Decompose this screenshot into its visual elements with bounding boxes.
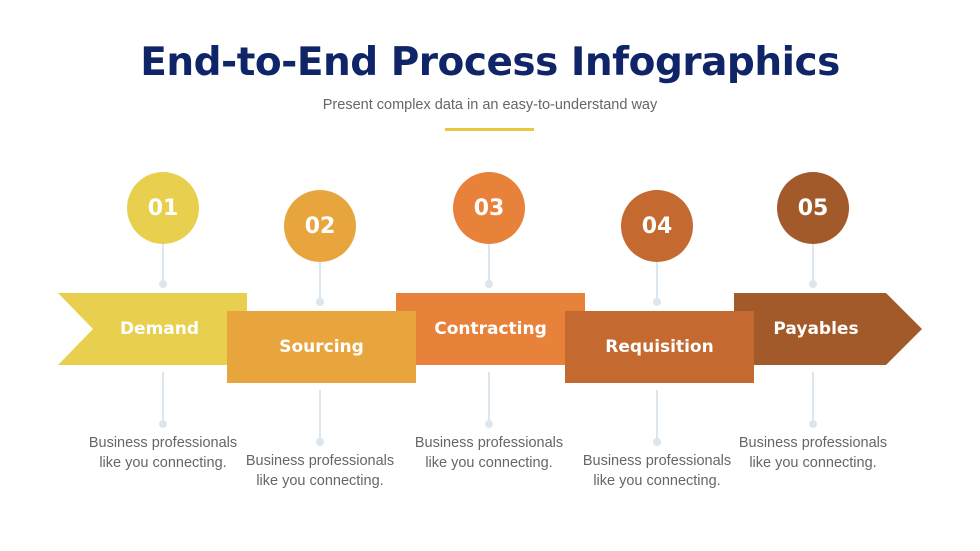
connector-line-top	[319, 262, 321, 301]
step-band-shape	[58, 293, 247, 365]
connector-line-bottom	[488, 372, 490, 422]
step-label: Demand	[119, 319, 200, 339]
step-band: Sourcing	[227, 311, 416, 383]
step-number-badge: 04	[621, 190, 693, 262]
connector-dot-top	[653, 298, 661, 306]
page-subtitle: Present complex data in an easy-to-under…	[322, 97, 658, 113]
step-description: Business professionals like you connecti…	[245, 453, 395, 489]
connector-dot-bottom	[809, 420, 817, 428]
connector-line-bottom	[656, 390, 658, 440]
step-description: Business professionals like you connecti…	[582, 453, 732, 489]
connector-dot-top	[485, 280, 493, 288]
step-band-shape	[227, 311, 416, 383]
connector-dot-top	[159, 280, 167, 288]
step-band: Requisition	[565, 311, 754, 383]
connector-line-bottom	[812, 372, 814, 422]
connector-dot-bottom	[316, 438, 324, 446]
connector-line-top	[162, 244, 164, 283]
connector-dot-bottom	[485, 420, 493, 428]
connector-line-bottom	[162, 372, 164, 422]
step-band: Contracting	[396, 293, 585, 365]
step-band-shape	[565, 311, 754, 383]
connector-line-top	[656, 262, 658, 301]
step-label: Sourcing	[279, 337, 364, 357]
step-label: Requisition	[605, 337, 714, 357]
connector-dot-bottom	[653, 438, 661, 446]
step-number-badge: 01	[127, 172, 199, 244]
connector-dot-top	[316, 298, 324, 306]
connector-line-top	[488, 244, 490, 283]
step-description: Business professionals like you connecti…	[88, 435, 238, 471]
step-band: Payables	[734, 293, 923, 365]
connector-line-bottom	[319, 390, 321, 440]
connector-line-top	[812, 244, 814, 283]
step-number-badge: 05	[777, 172, 849, 244]
step-band-shape	[734, 293, 922, 365]
connector-dot-top	[809, 280, 817, 288]
step-band-shape	[396, 293, 585, 365]
step-number-badge: 03	[453, 172, 525, 244]
page-title: End-to-End Process Infographics	[140, 40, 840, 85]
step-description: Business professionals like you connecti…	[738, 435, 888, 471]
step-description: Business professionals like you connecti…	[414, 435, 564, 471]
step-number-badge: 02	[284, 190, 356, 262]
step-band: Demand	[58, 293, 247, 365]
step-label: Contracting	[434, 319, 547, 339]
connector-dot-bottom	[159, 420, 167, 428]
title-underline	[445, 128, 534, 131]
step-label: Payables	[773, 319, 859, 339]
